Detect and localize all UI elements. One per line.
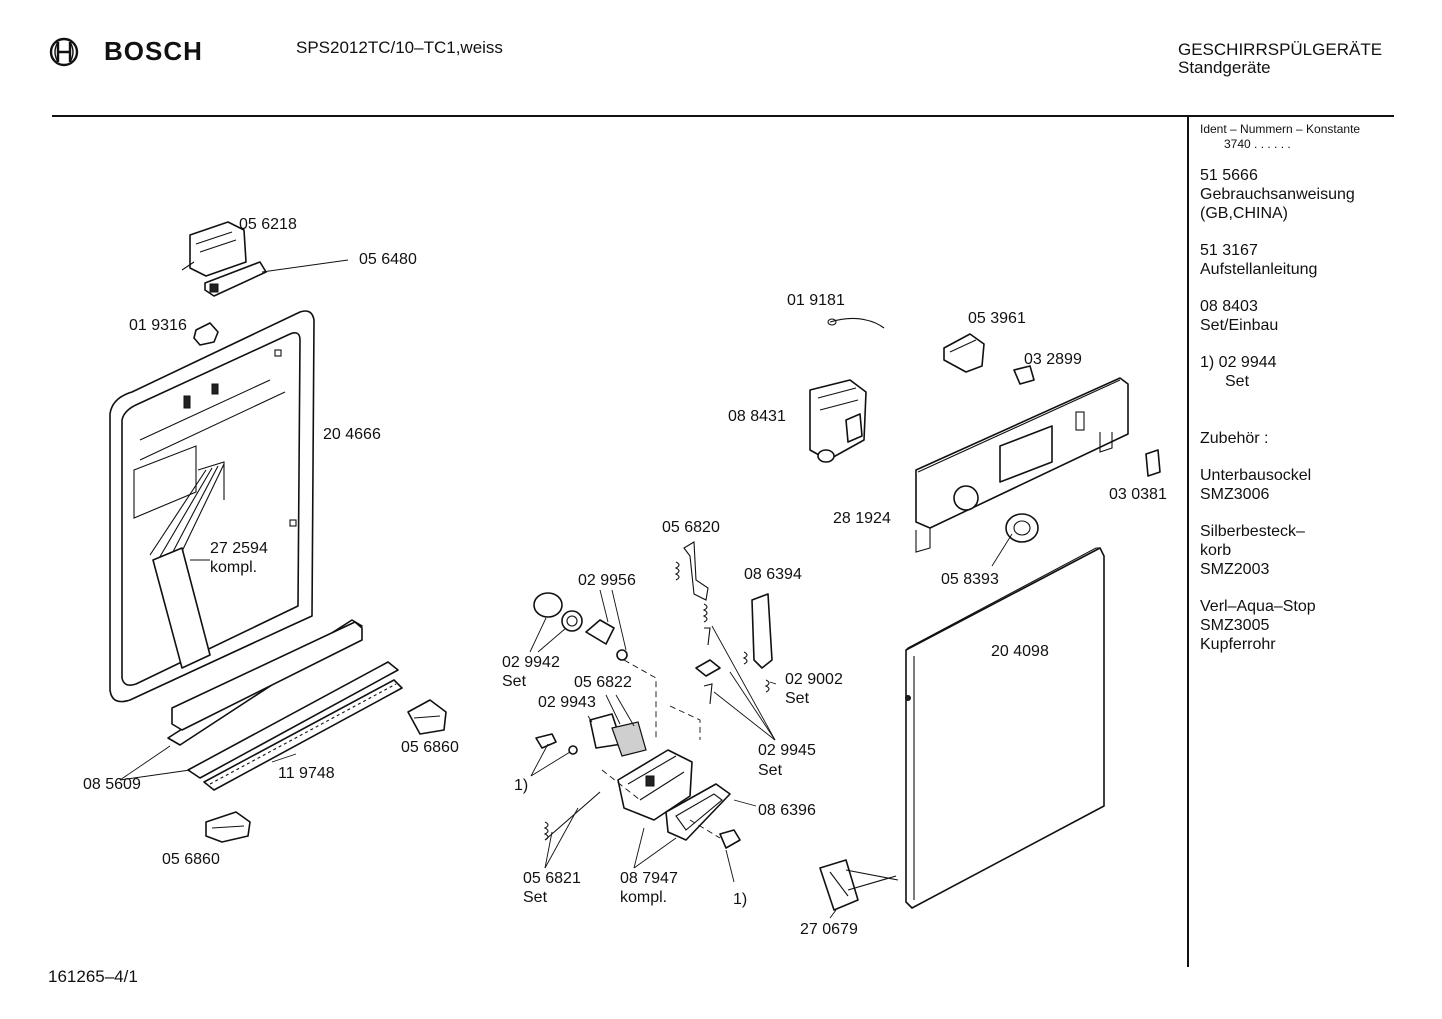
sidebar-entry: Unterbausockel SMZ3006 [1200,466,1436,504]
model-number: SPS2012TC/10–TC1,weiss [296,38,503,57]
bosch-logo-icon [49,37,79,67]
entry-line: Gebrauchsanweisung [1200,186,1355,203]
entry-line: Verl–Aqua–Stop [1200,598,1316,615]
brand-name: BOSCH [104,36,203,66]
switch-module-drawing [809,379,867,463]
category-subtitle: Standgeräte [1178,58,1271,77]
entry-line: Set [1225,373,1250,390]
part-label-suffix: Set [502,673,527,690]
part-label: 01 9316 [129,317,187,334]
entry-line: Aufstellanleitung [1200,261,1318,278]
dispenser-parts-drawing [533,541,773,849]
document-id: 161265–4/1 [48,967,138,986]
part-label: 05 6822 [574,674,632,691]
part-label: 02 9943 [538,694,596,711]
part-label: 02 9945 [758,742,816,759]
clip-drawing [193,322,219,346]
part-label: 05 6820 [662,519,720,536]
part-label-suffix: Set [758,762,783,779]
part-label: 01 9181 [787,292,845,309]
part-label: 27 0679 [800,921,858,938]
part-label: 02 9002 [785,671,843,688]
rail-drawing [167,619,403,791]
entry-line: 51 5666 [1200,167,1258,184]
part-label: 27 2594 [210,540,268,557]
part-label: 20 4098 [991,643,1049,660]
entry-line: Zubehör : [1200,430,1269,447]
part-label-suffix: kompl. [210,559,257,576]
part-label: 05 6821 [523,870,581,887]
sidebar-entry: 51 5666 Gebrauchsanweisung (GB,CHINA) [1200,166,1436,223]
part-label: 05 3961 [968,310,1026,327]
part-label-suffix: Set [523,889,548,906]
part-label: 05 6860 [162,851,220,868]
header-divider [52,115,1394,117]
sidebar-entry: Zubehör : [1200,429,1436,448]
door-frame-drawing [109,310,315,703]
entry-line: Set/Einbau [1200,317,1279,334]
outer-door-drawing [905,547,1105,909]
part-label: 20 4666 [323,426,381,443]
entry-line: SMZ3005 [1200,617,1270,634]
sidebar-entry: 51 3167 Aufstellanleitung [1200,241,1436,279]
part-label: 05 6480 [359,251,417,268]
part-label: 03 2899 [1024,351,1082,368]
part-label: 05 8393 [941,571,999,588]
entry-line: 1) 02 9944 [1200,354,1277,371]
part-label-suffix: kompl. [620,889,667,906]
part-label: 02 9942 [502,654,560,671]
category-title: GESCHIRRSPÜLGERÄTE [1178,40,1383,59]
sidebar-divider [1187,117,1189,967]
entry-line: SMZ2003 [1200,561,1270,578]
entry-line: korb [1200,542,1232,559]
part-label: 08 8431 [728,408,786,425]
part-label: 08 5609 [83,776,141,793]
ident-value: 3740 . . . . . . [1224,137,1291,151]
part-label: 05 6218 [239,216,297,233]
entry-line: 51 3167 [1200,242,1258,259]
latch-drawing [1013,365,1035,385]
bracket-drawing [943,333,985,373]
footnote-marker: 1) [733,891,747,908]
part-label: 28 1924 [833,510,891,527]
part-label: 08 6396 [758,802,816,819]
sidebar-entry: 1) 02 9944 Set [1200,353,1436,391]
part-label: 11 9748 [278,765,335,782]
entry-line: SMZ3006 [1200,486,1270,503]
entry-line: Kupferrohr [1200,636,1276,653]
hinge-drawing [819,859,899,911]
cable-strip-drawing [152,547,211,669]
entry-line: 08 8403 [1200,298,1258,315]
part-label: 03 0381 [1109,486,1167,503]
clip-drawing [1145,449,1161,477]
part-label: 08 6394 [744,566,802,583]
sidebar-entry: 08 8403 Set/Einbau [1200,297,1436,335]
footnote-marker: 1) [514,777,528,794]
part-label: 05 6860 [401,739,459,756]
part-label: 02 9956 [578,572,636,589]
sidebar: Ident – Nummern – Konstante 3740 . . . .… [1200,122,1436,654]
sidebar-entry: Silberbesteck– korb SMZ2003 [1200,522,1436,579]
control-panel-drawing [915,377,1129,553]
exploded-parts-diagram: 05 6218 05 6480 01 9316 20 4666 27 2594 … [83,216,1167,938]
part-label: 08 7947 [620,870,678,887]
entry-line: Silberbesteck– [1200,523,1305,540]
entry-line: Unterbausockel [1200,467,1312,484]
hinge-bracket-drawing [181,221,267,297]
sidebar-entry: Verl–Aqua–Stop SMZ3005 Kupferrohr [1200,597,1436,654]
knob-drawing [1005,513,1039,543]
part-label-suffix: Set [785,690,810,707]
sensor-cable-drawing [829,317,885,329]
entry-line: (GB,CHINA) [1200,205,1288,222]
ident-title: Ident – Nummern – Konstante [1200,122,1361,136]
